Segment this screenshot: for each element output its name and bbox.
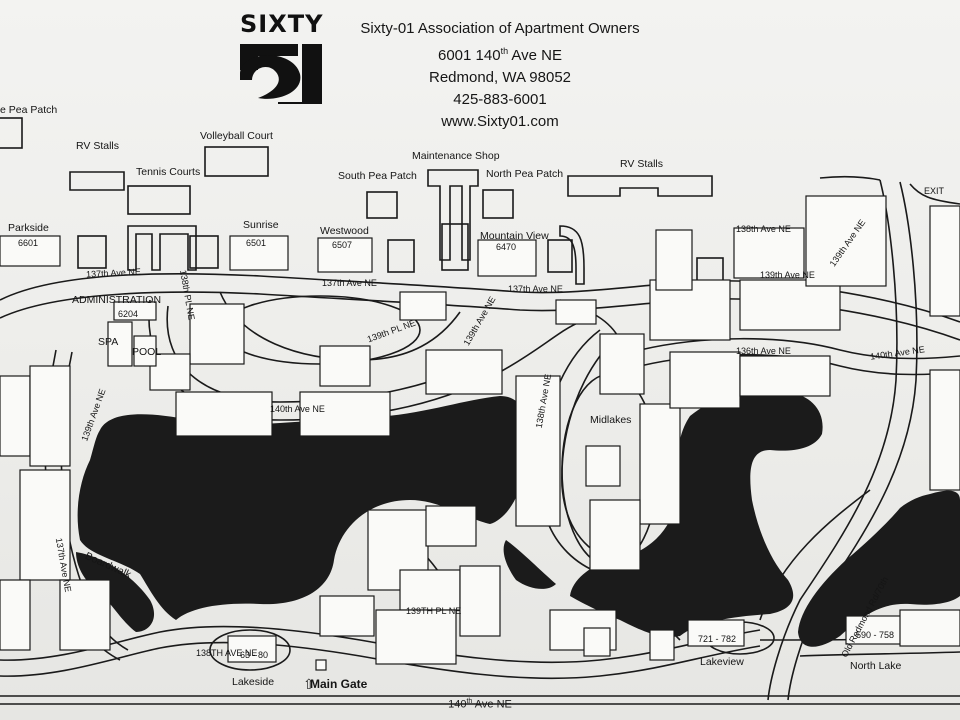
logo-swan-icon <box>240 44 322 104</box>
lakeview-label: Lakeview <box>700 656 744 668</box>
lakeside-label: Lakeside <box>232 676 275 688</box>
association-website[interactable]: www.Sixty01.com <box>441 113 559 130</box>
spa-label: SPA <box>98 336 119 348</box>
pool-label: POOL <box>132 346 162 358</box>
middle-south-lake <box>503 540 556 589</box>
road-138th-right: 138th Ave NE <box>736 224 791 234</box>
volleyball-court-label: Volleyball Court <box>200 130 273 142</box>
road-139th-right: 139th Ave NE <box>760 270 815 280</box>
buildings <box>0 195 960 671</box>
north-lake-label: North Lake <box>850 660 902 672</box>
exit-label: EXIT <box>924 186 945 196</box>
south-pea-patch-plot <box>366 191 398 219</box>
west-lake-tip <box>76 552 155 632</box>
mountain-view-code: 6470 <box>496 242 517 252</box>
rv-stalls-left-label: RV Stalls <box>76 140 119 152</box>
north-pea-patch-label: North Pea Patch <box>486 168 564 180</box>
westwood-code: 6507 <box>332 240 353 250</box>
volleyball-court <box>204 146 269 177</box>
maintenance-shop-label: Maintenance Shop <box>412 150 500 162</box>
main-gate-label[interactable]: Main Gate <box>310 677 368 691</box>
road-140th-curve: 140th Ave NE <box>270 404 325 414</box>
lakeview-code: 721 - 782 <box>698 634 737 644</box>
parkside-label: Parkside <box>8 222 49 234</box>
logo-wordmark: SIXTY <box>240 10 324 38</box>
pea-patch-left-label: e Pea Patch <box>0 104 58 116</box>
rv-stalls-left <box>69 171 125 191</box>
association-phone: 425-883-6001 <box>453 91 547 108</box>
pea-patch-plot-left <box>0 117 23 149</box>
admin-code: 6204 <box>118 309 139 319</box>
lakes <box>76 389 960 647</box>
sunrise-label: Sunrise <box>243 219 279 231</box>
sunrise-code: 6501 <box>246 238 267 248</box>
road-136th-right: 136th Ave NE <box>736 346 791 356</box>
main-gate-arrow-icon: ⇧ <box>303 676 315 692</box>
administration-label: ADMINISTRATION <box>72 294 162 306</box>
north-pea-patch-plot <box>482 189 514 219</box>
maintenance-shop <box>427 169 479 261</box>
tennis-courts-label: Tennis Courts <box>136 166 201 178</box>
association-street: 6001 140th Ave NE <box>437 46 562 64</box>
north-lake <box>798 490 960 647</box>
parkside-code: 6601 <box>18 238 39 248</box>
rv-stalls-right-label: RV Stalls <box>620 158 663 170</box>
rv-stalls-right <box>567 175 713 197</box>
road-137th-right: 137th Ave NE <box>508 284 563 294</box>
mountain-view-label: Mountain View <box>480 230 549 242</box>
road-139th-pl-south: 139TH PL NE <box>406 606 462 616</box>
central-lake <box>570 389 823 637</box>
west-lake <box>77 396 527 620</box>
association-city: Redmond, WA 98052 <box>428 69 572 86</box>
tennis-courts <box>127 185 191 215</box>
road-140th-ave-ne-footer: 140th Ave NE <box>448 698 512 711</box>
association-name: Sixty-01 Association of Apartment Owners <box>360 20 640 37</box>
south-pea-patch-label: South Pea Patch <box>338 170 417 182</box>
midlakes-label: Midlakes <box>590 414 632 426</box>
association-header: Sixty-01 Association of Apartment Owners… <box>340 18 660 133</box>
road-138th-south: 138TH AVE NE <box>196 648 258 658</box>
lakeside-code: 63 - 80 <box>240 650 269 660</box>
north-lake-code: 590 - 758 <box>856 630 895 640</box>
road-137th-mid: 137th Ave NE <box>322 278 377 288</box>
westwood-label: Westwood <box>320 225 369 237</box>
